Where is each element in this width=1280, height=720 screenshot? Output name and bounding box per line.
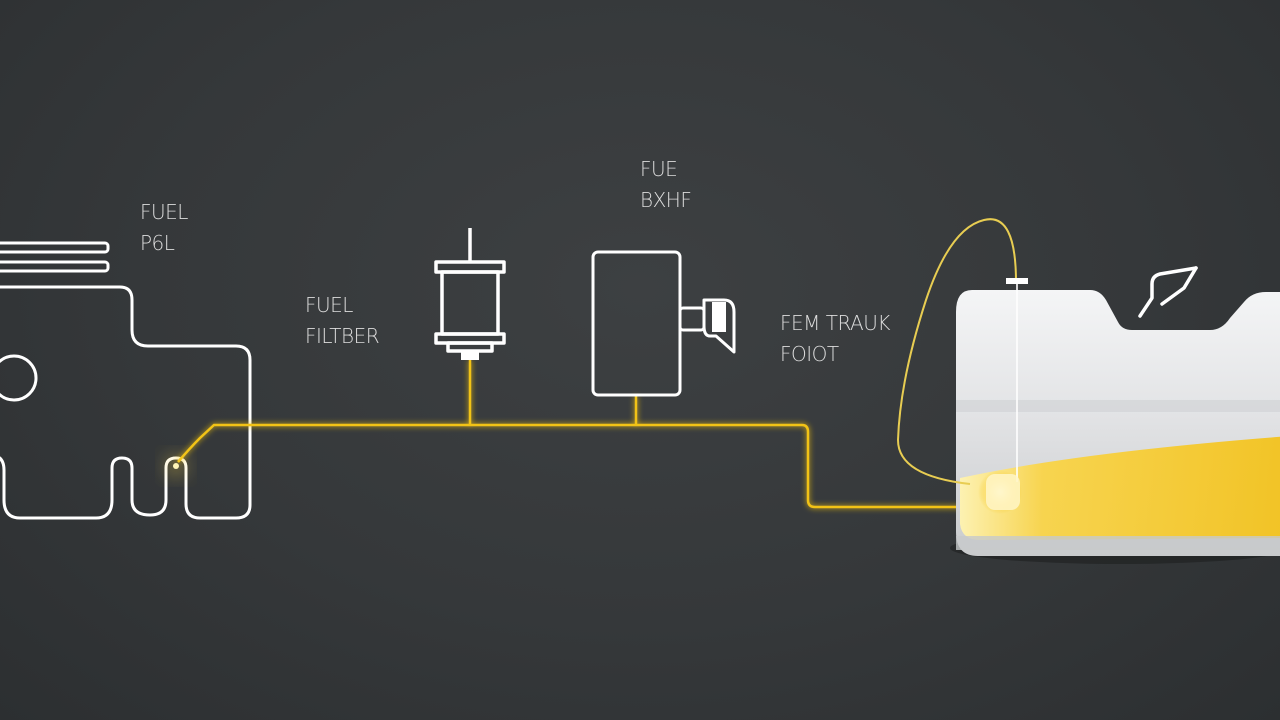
fuel-filter-label: FUEL FILTBER — [305, 293, 380, 348]
fuel-tank-icon — [950, 290, 1280, 564]
fuel-line — [177, 360, 975, 509]
engine-icon — [0, 241, 252, 520]
fuel-level — [960, 436, 1280, 540]
tank-filler-cap — [1006, 278, 1028, 284]
fuel-tank-label: FEM TRAUK FOIOT — [780, 311, 891, 366]
engine-label: FUEL P6L — [140, 200, 188, 255]
fuel-pump-icon — [591, 250, 736, 397]
fuel-pump-label: FUE BXHF — [640, 157, 692, 212]
vent-line — [896, 218, 1017, 485]
fuel-filter-icon — [434, 228, 506, 353]
fuel-nozzle-icon — [1138, 266, 1198, 318]
